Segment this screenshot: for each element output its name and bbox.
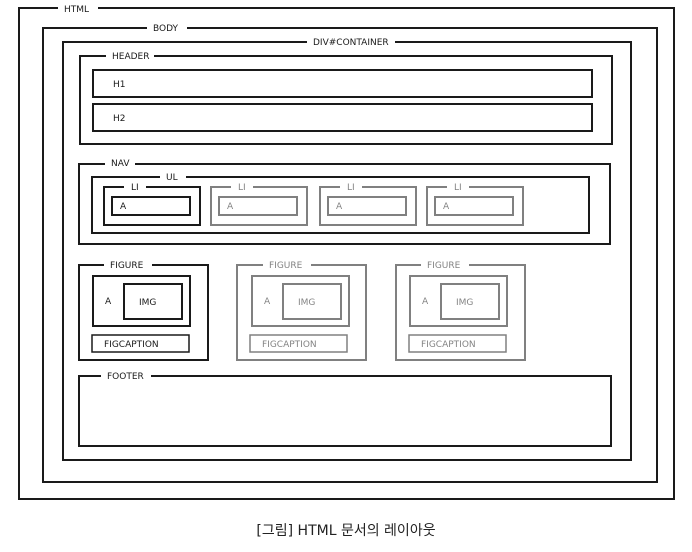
list-item: LI A <box>103 182 201 226</box>
list-item: LI A <box>426 182 524 226</box>
figure-box: FIGURE A IMG FIGCAPTION <box>236 259 367 361</box>
html-layout-diagram: .lbl { font-family: "DejaVu Sans", "Libe… <box>18 2 675 500</box>
h2-box <box>92 103 593 132</box>
html-label: HTML <box>64 5 89 15</box>
li-label: LI <box>454 183 462 193</box>
img-box <box>440 283 500 320</box>
figure-label: FIGURE <box>269 261 303 271</box>
img-box <box>123 283 183 320</box>
body-label: BODY <box>153 24 179 34</box>
footer-label: FOOTER <box>107 372 144 382</box>
a-label: A <box>264 297 271 307</box>
figure-label: FIGURE <box>427 261 461 271</box>
li-label: LI <box>131 183 139 193</box>
link-box <box>434 196 514 216</box>
ul-label: UL <box>166 173 178 183</box>
container-label: DIV#CONTAINER <box>313 38 389 48</box>
container-box: DIV#CONTAINER <box>62 36 632 461</box>
figure-box: FIGURE A IMG FIGCAPTION <box>395 259 526 361</box>
h1-box <box>92 69 593 98</box>
a-label: A <box>443 202 450 212</box>
header-box: HEADER H1 H2 <box>79 50 613 145</box>
html-box: HTML <box>18 2 675 500</box>
a-label: A <box>105 297 112 307</box>
nav-label: NAV <box>111 159 130 169</box>
figure-box: FIGURE A IMG FIGCAPTION <box>78 259 209 361</box>
figure-label: FIGURE <box>110 261 144 271</box>
link-box <box>218 196 298 216</box>
link-box <box>409 275 508 327</box>
li-label: LI <box>238 183 246 193</box>
a-label: A <box>336 202 343 212</box>
link-box <box>327 196 407 216</box>
img-box <box>282 283 342 320</box>
list-item: LI A <box>319 182 417 226</box>
figure-caption: [그림] HTML 문서의 레이아웃 <box>256 523 436 539</box>
link-box <box>251 275 350 327</box>
header-label: HEADER <box>112 52 149 62</box>
a-label: A <box>120 202 127 212</box>
img-label: IMG <box>298 298 315 308</box>
figcaption-box <box>249 334 348 353</box>
figcaption-box <box>408 334 507 353</box>
a-label: A <box>227 202 234 212</box>
body-box: BODY <box>42 22 658 483</box>
li-label: LI <box>347 183 355 193</box>
ul-box <box>91 176 590 234</box>
footer-box: FOOTER <box>78 370 612 447</box>
nav-box: NAV UL LI A LI A LI A <box>78 158 611 245</box>
h1-label: H1 <box>113 80 126 90</box>
figcaption-label: FIGCAPTION <box>421 340 476 350</box>
figcaption-label: FIGCAPTION <box>104 340 159 350</box>
h2-label: H2 <box>113 114 126 124</box>
link-box <box>92 275 191 327</box>
img-label: IMG <box>456 298 473 308</box>
img-label: IMG <box>139 298 156 308</box>
a-label: A <box>422 297 429 307</box>
link-box <box>111 196 191 216</box>
list-item: LI A <box>210 182 308 226</box>
figcaption-label: FIGCAPTION <box>262 340 317 350</box>
figcaption-box <box>91 334 190 353</box>
